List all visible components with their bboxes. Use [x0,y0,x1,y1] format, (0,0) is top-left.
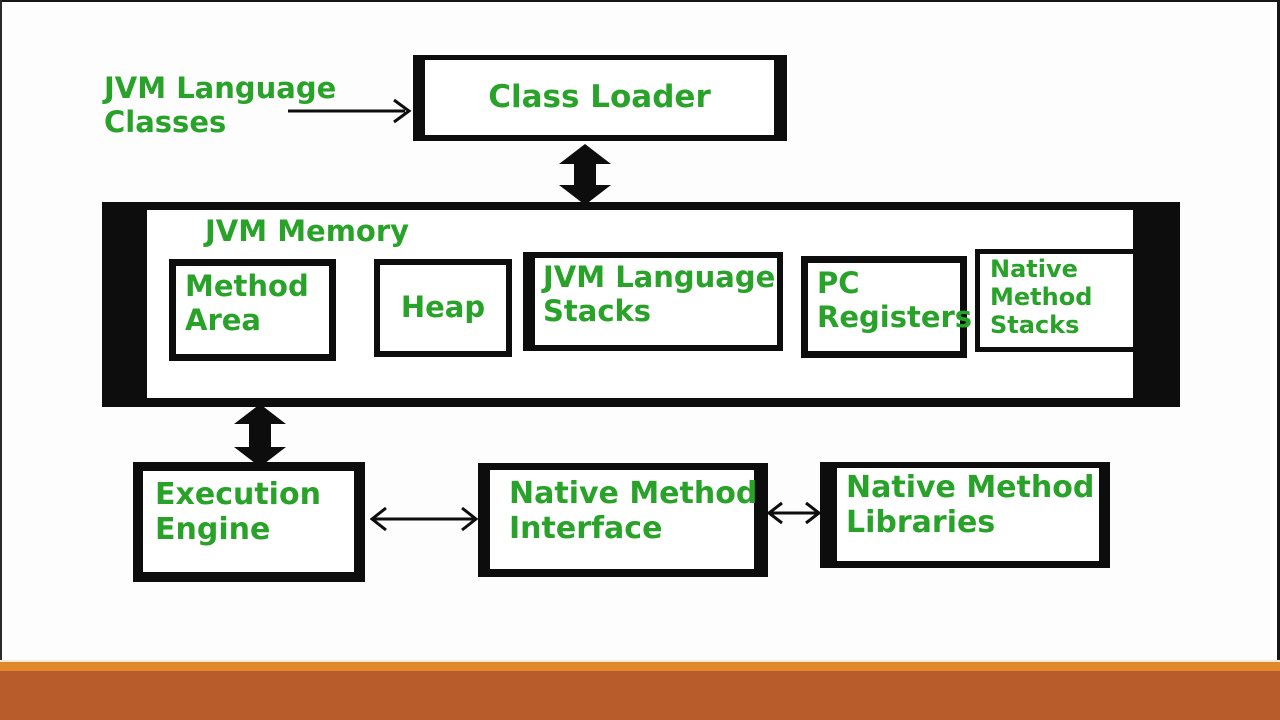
pc-registers-line2: Registers [817,299,973,334]
execution-engine-line1: Execution [155,477,321,512]
jvm-language-classes-label: JVM Language Classes [104,71,337,139]
engine-interface-double-arrow [369,506,479,532]
jvm-language-stacks-line2: Stacks [543,293,652,328]
arrow-head-up [234,404,286,424]
execution-engine-line2: Engine [155,511,271,547]
class-loader-box: Class Loader [413,55,787,141]
footer-rust-bar [0,671,1280,720]
jvm-memory-inner: JVM Memory Method Area Heap JVM Language… [147,210,1138,398]
native-method-libraries-line2: Libraries [846,504,996,540]
classloader-memory-double-arrow [559,144,611,205]
arrow-head-down [559,185,611,205]
execution-engine-box: Execution Engine [133,462,365,582]
heap-label: Heap [400,290,486,325]
native-method-libraries-box: Native Method Libraries [820,462,1110,568]
native-method-interface-box: Native Method Interface [478,463,768,577]
memory-execution-double-arrow [234,404,286,467]
jvm-language-stacks-line1: JVM Language [543,260,776,294]
native-method-interface-line1: Native Method [509,476,758,511]
footer-orange-strip [0,662,1280,671]
pc-registers-box: PC Registers [801,256,973,358]
method-area-line1: Method [185,269,309,303]
pc-registers-line1: PC [817,266,860,300]
native-method-stacks-line2: Method [990,282,1093,311]
native-method-stacks-line1: Native [990,255,1078,283]
jvm-memory-title: JVM Memory [205,214,410,248]
jvm-memory-box: JVM Memory Method Area Heap JVM Language… [102,202,1180,407]
method-area-box: Method Area [169,259,336,361]
footer-cream-line [0,660,1280,662]
jvm-language-classes-line2: Classes [104,104,227,139]
heap-box: Heap [374,259,512,357]
arrow-head-up [559,144,611,164]
arrow-shaft [249,423,271,448]
native-method-stacks-line3: Stacks [990,310,1080,339]
classes-to-classloader-arrow [288,98,412,124]
interface-libraries-double-arrow [766,501,822,525]
frame-top-line [0,0,1280,2]
native-method-interface-line2: Interface [509,510,663,546]
jvm-language-classes-line1: JVM Language [104,71,337,105]
class-loader-label: Class Loader [488,78,711,115]
method-area-line2: Area [185,302,261,337]
frame-right-line [1277,0,1280,662]
frame-left-line [0,0,2,662]
arrow-shaft [574,163,596,186]
native-method-stacks-box: Native Method Stacks [975,249,1138,352]
native-method-libraries-line1: Native Method [846,470,1095,505]
jvm-language-stacks-box: JVM Language Stacks [523,252,783,351]
